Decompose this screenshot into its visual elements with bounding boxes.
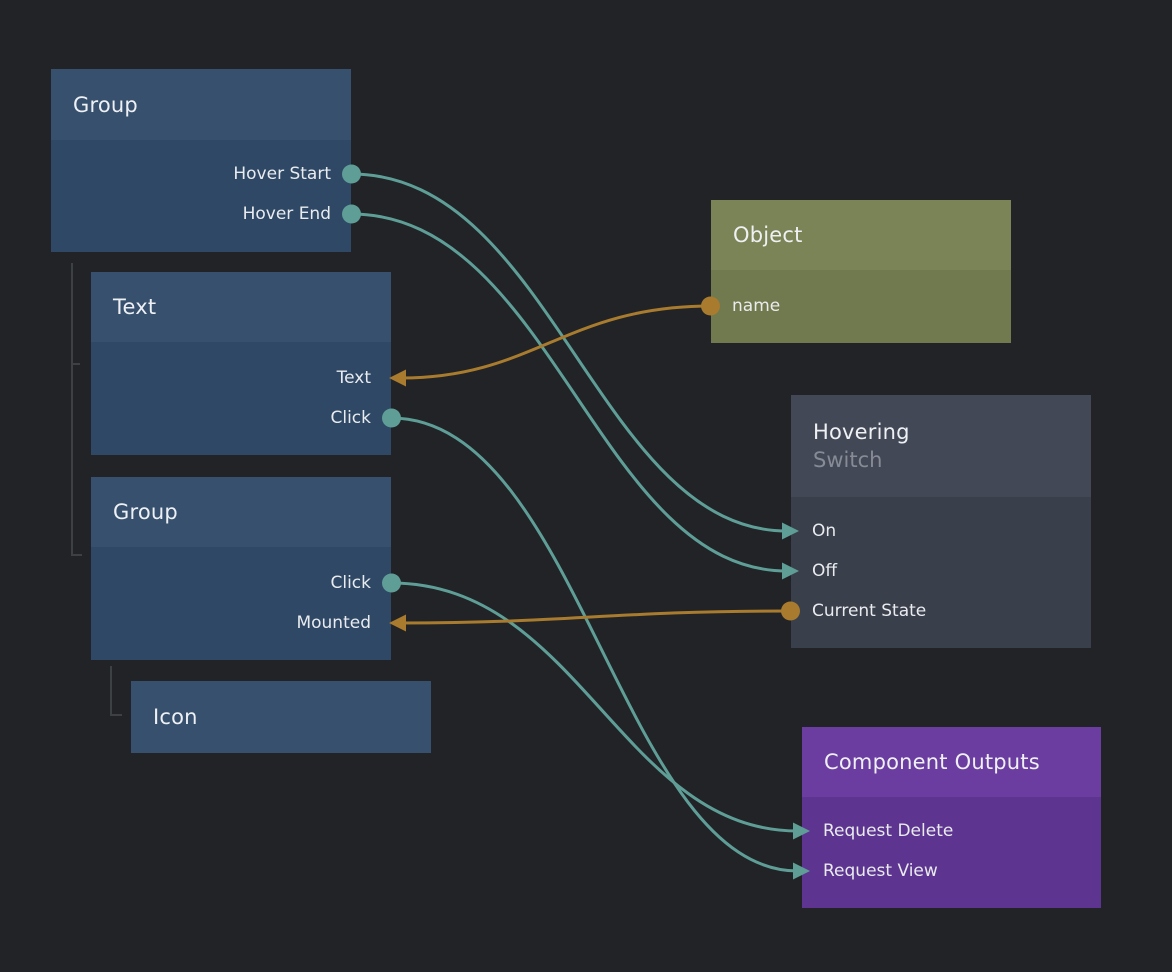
port-click[interactable]: Click bbox=[91, 563, 401, 603]
port-current-state[interactable]: Current State bbox=[781, 591, 1091, 631]
node-group-1[interactable]: Group Hover Start Hover End bbox=[51, 69, 361, 252]
node-title: Text bbox=[113, 295, 157, 319]
signal-output-plug-icon[interactable] bbox=[382, 408, 401, 428]
hierarchy-connector-tick-group bbox=[71, 554, 82, 556]
node-title: Group bbox=[73, 92, 138, 117]
node-title: Component Outputs bbox=[824, 750, 1040, 774]
port-hover-end[interactable]: Hover End bbox=[51, 194, 361, 234]
port-mounted[interactable]: Mounted bbox=[296, 613, 371, 633]
signal-output-plug-icon[interactable] bbox=[342, 204, 361, 224]
node-title: Object bbox=[733, 223, 803, 247]
data-output-plug-icon[interactable] bbox=[781, 601, 800, 621]
edge-group-click-to-request-delete bbox=[390, 581, 799, 833]
node-hovering-switch[interactable]: Hovering Switch On Off Current State bbox=[781, 395, 1091, 648]
node-group-2[interactable]: Group Click Mounted bbox=[91, 477, 401, 660]
edge-name-to-text-arrowhead-icon bbox=[389, 369, 406, 387]
port-request-view[interactable]: Request View bbox=[823, 861, 938, 881]
signal-output-plug-icon[interactable] bbox=[382, 573, 401, 593]
port-off[interactable]: Off bbox=[812, 561, 838, 581]
port-text-input[interactable]: Text bbox=[336, 368, 371, 388]
node-text[interactable]: Text Text Click bbox=[91, 272, 401, 455]
port-request-delete[interactable]: Request Delete bbox=[823, 821, 954, 841]
edge-current-state-to-mounted bbox=[400, 609, 792, 625]
port-on[interactable]: On bbox=[812, 521, 837, 541]
port-name[interactable]: name bbox=[701, 286, 1011, 326]
edge-name-to-text bbox=[400, 304, 712, 380]
edge-text-click-to-request-view bbox=[390, 416, 799, 873]
data-output-plug-icon[interactable] bbox=[701, 296, 720, 316]
node-icon[interactable]: Icon bbox=[131, 681, 431, 753]
node-title: Group bbox=[113, 500, 178, 524]
hierarchy-connector-vertical bbox=[71, 263, 73, 556]
node-component-outputs[interactable]: Component Outputs Request Delete Request… bbox=[802, 727, 1101, 908]
node-subtitle: Switch bbox=[813, 448, 883, 472]
hierarchy-connector-icon-vertical bbox=[110, 666, 112, 716]
hierarchy-connector-tick-text bbox=[71, 363, 80, 365]
signal-output-plug-icon[interactable] bbox=[342, 164, 361, 184]
hierarchy-connector-icon-tick bbox=[110, 714, 122, 716]
port-hover-start[interactable]: Hover Start bbox=[51, 154, 361, 194]
edge-current-state-to-mounted-arrowhead-icon bbox=[389, 614, 406, 632]
node-object[interactable]: Object name bbox=[701, 200, 1011, 343]
node-title: Icon bbox=[153, 705, 198, 729]
port-click[interactable]: Click bbox=[91, 398, 401, 438]
node-title: Hovering bbox=[813, 420, 910, 444]
